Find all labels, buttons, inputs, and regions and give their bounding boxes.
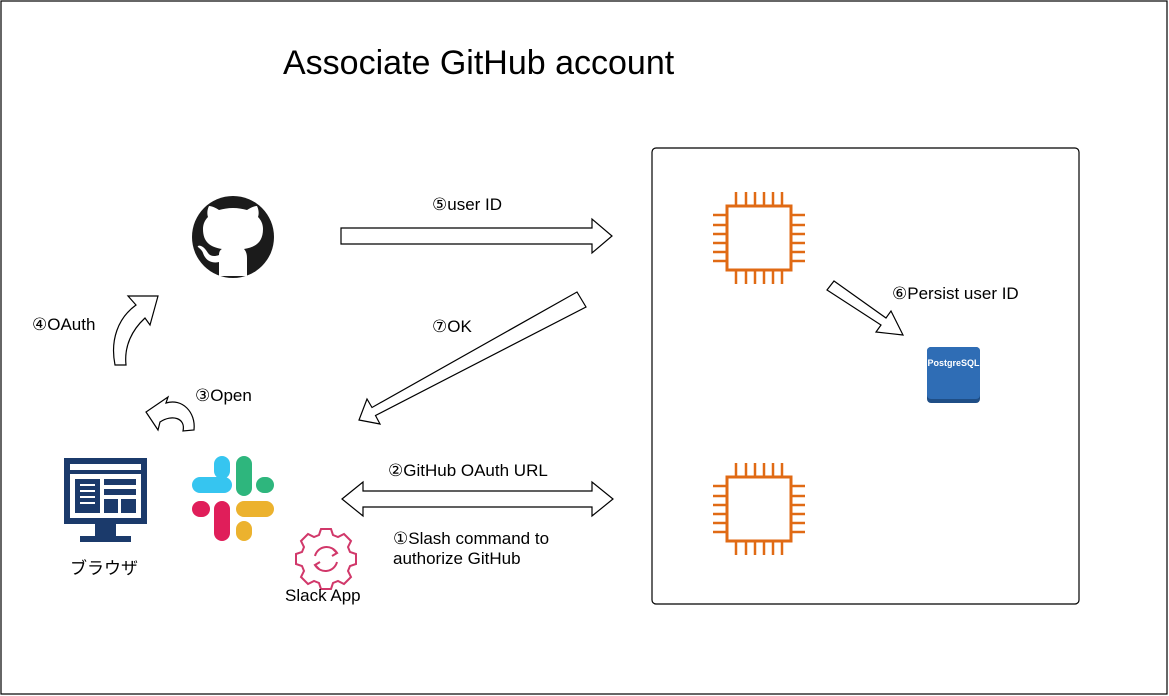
server-boundary [651,147,1080,605]
browser-label: ブラウザ [70,558,138,578]
slack-app-gear-icon [295,528,357,590]
postgresql-icon: PostgreSQL [927,347,980,403]
browser-monitor-icon [64,458,147,542]
label-slash-line2: authorize GitHub [393,549,521,568]
postgresql-label: PostgreSQL [927,358,980,368]
arrow-user-id [340,217,613,255]
label-ok: ⑦OK [432,317,472,336]
aws-ec2-chip-icon-top [713,192,805,284]
arrow-ok [358,291,587,425]
arrow-persist [826,280,905,336]
github-icon [192,196,274,278]
label-github-oauth-url: ②GitHub OAuth URL [388,461,548,480]
diagram-title: Associate GitHub account [283,44,675,82]
arrow-open [145,395,195,432]
arrow-oauth [112,295,159,366]
label-slash-line1: ①Slash command to [393,529,549,548]
slack-app-label: Slack App [285,586,361,605]
label-open: ③Open [195,386,252,405]
arrow-github-oauth-url [341,480,614,518]
slack-icon [192,456,274,541]
aws-ec2-chip-icon-bottom [713,463,805,555]
label-user-id: ⑤user ID [432,195,502,214]
label-persist: ⑥Persist user ID [892,284,1019,303]
label-oauth: ④OAuth [32,315,95,334]
